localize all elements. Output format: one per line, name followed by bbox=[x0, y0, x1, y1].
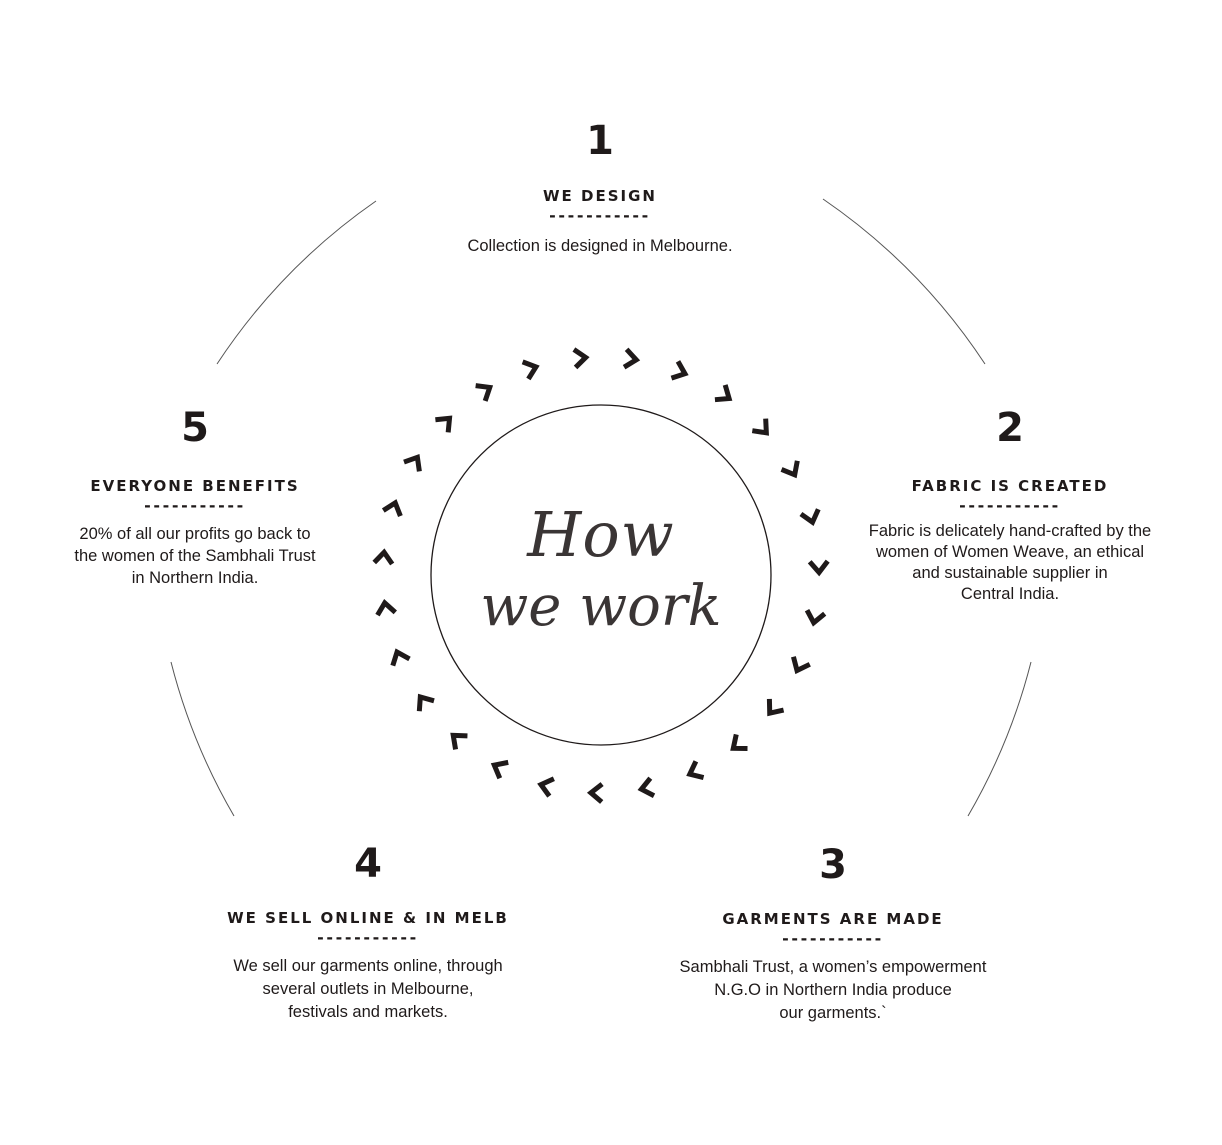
center-title-line-2: we work bbox=[480, 574, 722, 639]
step-4-description-line: several outlets in Melbourne, bbox=[262, 980, 474, 998]
arc-1-to-2 bbox=[822, 198, 986, 365]
step-3-description-line: Sambhali Trust, a women’s empowerment bbox=[679, 958, 987, 976]
outer-arcs bbox=[170, 198, 1032, 817]
chevron-arrow-icon bbox=[670, 360, 689, 381]
step-4-number: 4 bbox=[354, 841, 382, 887]
chevron-arrow-icon bbox=[390, 648, 411, 667]
step-2-description-line: women of Women Weave, an ethical bbox=[875, 543, 1145, 561]
chevron-arrow-icon bbox=[450, 732, 468, 750]
step-3: 3 GARMENTS ARE MADE ----------- Sambhali… bbox=[643, 845, 1023, 1025]
arc-4-to-5 bbox=[170, 661, 235, 817]
step-5-divider: ----------- bbox=[144, 496, 246, 515]
chevron-arrow-icon bbox=[686, 760, 705, 780]
step-5-description-line: 20% of all our profits go back to bbox=[79, 525, 311, 543]
step-3-description-line: our garments.` bbox=[779, 1004, 887, 1022]
step-4-divider: ----------- bbox=[317, 928, 419, 947]
chevron-arrow-icon bbox=[572, 347, 590, 370]
step-5-description-line: the women of the Sambhali Trust bbox=[74, 547, 316, 565]
arc-2-to-3 bbox=[967, 661, 1032, 817]
step-4: 4 WE SELL ONLINE & IN MELB ----------- W… bbox=[178, 844, 558, 1024]
step-5-number: 5 bbox=[181, 405, 209, 451]
step-1-description: Collection is designed in Melbourne. bbox=[467, 237, 733, 255]
step-2-title: FABRIC IS CREATED bbox=[911, 477, 1109, 495]
chevron-arrow-icon bbox=[521, 359, 540, 381]
chevron-arrow-icon bbox=[766, 698, 785, 717]
step-2: 2 FABRIC IS CREATED ----------- Fabric i… bbox=[840, 408, 1180, 605]
chevron-arrow-icon bbox=[375, 598, 397, 617]
step-3-description-line: N.G.O in Northern India produce bbox=[714, 981, 952, 999]
step-4-description-line: We sell our garments online, through bbox=[233, 957, 503, 975]
chevron-arrow-icon bbox=[807, 559, 830, 577]
step-2-description-line: and sustainable supplier in bbox=[912, 564, 1108, 582]
step-3-number: 3 bbox=[819, 842, 847, 888]
step-4-title: WE SELL ONLINE & IN MELB bbox=[227, 909, 509, 927]
step-1: 1 WE DESIGN ----------- Collection is de… bbox=[400, 121, 800, 257]
chevron-arrow-icon bbox=[714, 384, 733, 403]
center-title: How we work bbox=[471, 498, 731, 642]
step-5-title: EVERYONE BENEFITS bbox=[90, 477, 300, 495]
chevron-arrow-icon bbox=[435, 415, 453, 433]
chevron-arrow-icon bbox=[403, 453, 422, 472]
step-2-description-line: Central India. bbox=[960, 585, 1060, 603]
chevron-arrow-icon bbox=[622, 347, 641, 370]
center-title-line-1: How bbox=[527, 498, 675, 571]
step-5: 5 EVERYONE BENEFITS ----------- 20% of a… bbox=[25, 408, 365, 589]
arc-5-to-1 bbox=[216, 200, 377, 365]
chevron-arrow-icon bbox=[381, 499, 403, 517]
chevron-arrow-icon bbox=[730, 733, 748, 751]
chevron-arrow-icon bbox=[799, 508, 821, 527]
step-3-divider: ----------- bbox=[782, 929, 884, 948]
center-circle bbox=[430, 404, 772, 746]
step-4-description-line: festivals and markets. bbox=[288, 1003, 448, 1021]
step-2-description: Fabric is delicately hand-crafted by the… bbox=[840, 521, 1180, 605]
step-1-title: WE DESIGN bbox=[543, 187, 657, 205]
chevron-arrow-icon bbox=[372, 548, 395, 566]
chevron-arrow-icon bbox=[637, 776, 656, 798]
step-4-description: We sell our garments online, through sev… bbox=[178, 955, 558, 1024]
step-5-description: 20% of all our profits go back to the wo… bbox=[25, 523, 365, 589]
chevron-arrow-icon bbox=[780, 460, 800, 479]
chevron-arrow-icon bbox=[751, 418, 769, 436]
step-2-divider: ----------- bbox=[959, 496, 1061, 515]
chevron-arrow-icon bbox=[791, 656, 811, 675]
chevron-arrow-icon bbox=[416, 693, 435, 712]
step-3-description: Sambhali Trust, a women’s empowerment N.… bbox=[643, 956, 1023, 1025]
step-3-title: GARMENTS ARE MADE bbox=[722, 910, 944, 928]
step-2-number: 2 bbox=[996, 405, 1024, 451]
step-2-description-line: Fabric is delicately hand-crafted by the bbox=[868, 522, 1152, 540]
chevron-arrow-icon bbox=[490, 759, 509, 780]
chevron-arrow-icon bbox=[586, 782, 604, 804]
chevron-arrow-icon bbox=[475, 383, 494, 402]
step-1-divider: ----------- bbox=[549, 206, 651, 225]
chevron-ring bbox=[372, 347, 830, 804]
step-5-description-line: in Northern India. bbox=[131, 569, 259, 587]
chevron-arrow-icon bbox=[804, 608, 827, 627]
step-1-number: 1 bbox=[586, 118, 614, 164]
chevron-arrow-icon bbox=[537, 776, 555, 798]
